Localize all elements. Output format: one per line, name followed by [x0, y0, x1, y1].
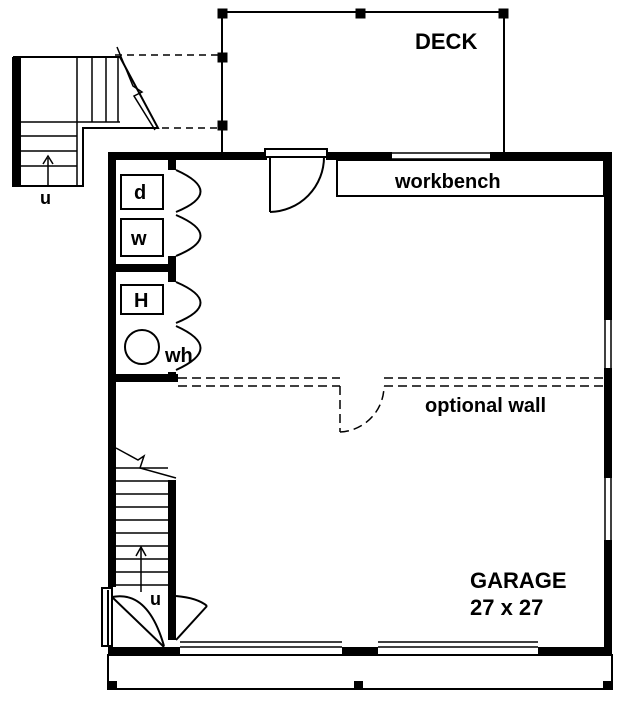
exterior-stair-up-arrow-icon: [42, 154, 54, 186]
deck-label: DECK: [415, 29, 477, 54]
water-heater: [124, 329, 160, 365]
washer: [120, 218, 164, 257]
garage-title: GARAGE: [470, 568, 567, 593]
dryer-label: d: [134, 182, 146, 204]
deck: [115, 8, 509, 152]
water-heater-label: wh: [164, 345, 193, 367]
dryer: [120, 174, 164, 210]
interior-stair: [115, 447, 177, 640]
interior-stair-up-label: u: [150, 589, 161, 609]
optional-wall-label: optional wall: [425, 395, 546, 417]
garage-walls: [108, 152, 612, 655]
workbench: [336, 159, 605, 197]
exterior-stair: [12, 46, 160, 187]
laundry-doors: [175, 169, 202, 371]
utility-closets: [116, 160, 178, 382]
garage-size: 27 x 27: [470, 595, 543, 620]
garage-apron: [107, 654, 613, 690]
interior-stair-up-arrow-icon: [135, 545, 147, 592]
deck-door: [264, 148, 328, 213]
heater: [120, 284, 164, 315]
exterior-stair-up-label: u: [40, 188, 51, 208]
windows-and-openings: [180, 152, 612, 648]
washer-label: w: [130, 228, 147, 250]
workbench-label: workbench: [394, 171, 501, 193]
side-entry-door: [101, 587, 208, 648]
optional-wall: [178, 377, 604, 433]
heater-label: H: [134, 290, 148, 312]
